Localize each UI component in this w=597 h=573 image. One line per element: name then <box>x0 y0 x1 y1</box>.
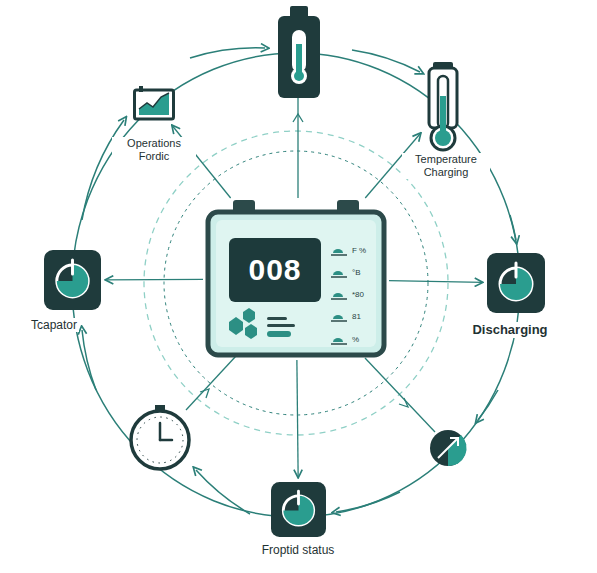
gauge-reading: % <box>352 336 359 344</box>
gauge-reading: 81 <box>352 313 361 321</box>
node-label: Tcapator <box>29 318 79 332</box>
icon-node: Froptid status <box>271 482 326 537</box>
connector <box>105 279 203 281</box>
node-label: Discharging <box>470 322 549 338</box>
gauge-reading: °B <box>352 269 361 277</box>
gauge-icon <box>487 253 545 313</box>
display-reading: 008 <box>248 253 301 287</box>
gauge-reading: F % <box>352 247 366 255</box>
gauge-icon <box>44 250 101 310</box>
chart-icon <box>133 85 175 121</box>
node-label: Operations Fordic <box>112 137 196 163</box>
connector <box>389 281 483 283</box>
battery-node: 008 <box>205 200 387 358</box>
node-label: Froptid status <box>260 543 337 557</box>
connector <box>297 360 298 478</box>
icon-node: Operations Fordic <box>133 85 175 121</box>
gauge-icon <box>271 482 326 537</box>
gauge-reading: *80 <box>352 291 364 299</box>
thermometer-icon <box>425 62 461 152</box>
icon-node: Temperature Charging <box>425 62 461 152</box>
display-screen: 008 <box>229 238 321 302</box>
node-label: Temperature Charging <box>402 153 490 179</box>
icon-node: Tcapator <box>44 250 101 310</box>
icon-node: Discharging <box>487 253 545 313</box>
